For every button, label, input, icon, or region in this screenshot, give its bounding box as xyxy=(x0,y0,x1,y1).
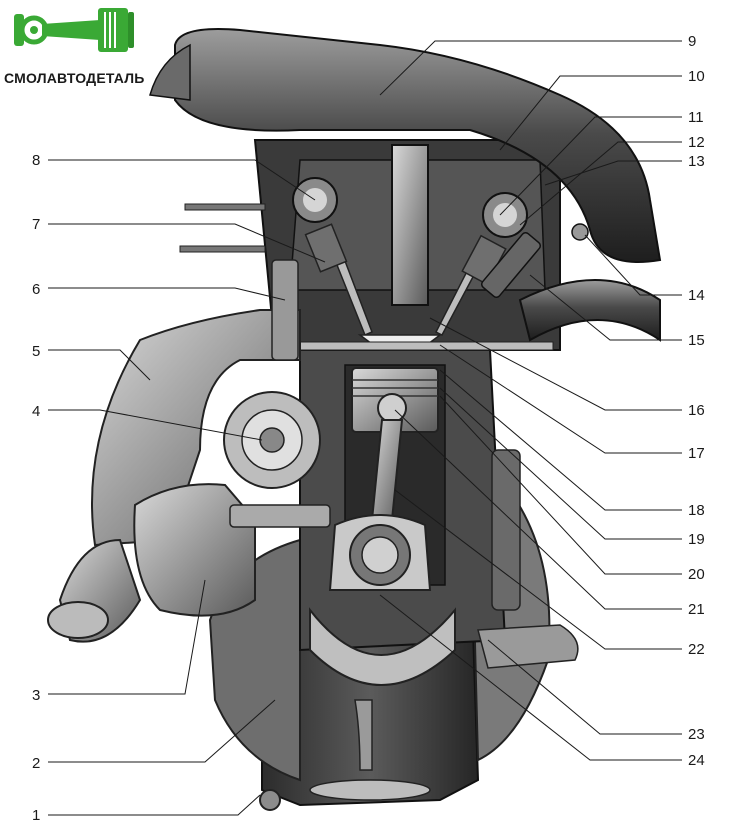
callout-label-9: 9 xyxy=(688,33,697,50)
brand-logo: СМОЛАВТОДЕТАЛЬ xyxy=(0,0,180,100)
callout-leader-21 xyxy=(394,409,682,610)
callout-leader-3 xyxy=(48,579,206,695)
callout-label-10: 10 xyxy=(688,68,705,85)
callout-label-20: 20 xyxy=(688,566,705,583)
callout-label-18: 18 xyxy=(688,502,705,519)
callout-label-24: 24 xyxy=(688,752,705,769)
callout-label-23: 23 xyxy=(688,726,705,743)
callout-label-7: 7 xyxy=(32,216,41,233)
callout-label-3: 3 xyxy=(32,687,41,704)
callout-leader-20 xyxy=(439,395,682,575)
callout-leader-5 xyxy=(48,349,151,381)
callout-leader-17 xyxy=(439,344,682,454)
callout-label-11: 11 xyxy=(688,109,704,126)
callout-label-22: 22 xyxy=(688,641,705,658)
callout-label-4: 4 xyxy=(32,403,41,420)
callout-leader-11 xyxy=(499,116,682,216)
callout-leader-22 xyxy=(394,489,682,650)
callout-label-21: 21 xyxy=(688,601,705,618)
brand-name: СМОЛАВТОДЕТАЛЬ xyxy=(4,70,145,86)
callout-label-1: 1 xyxy=(32,807,41,824)
callout-leader-9 xyxy=(379,40,682,96)
callout-label-2: 2 xyxy=(32,755,41,772)
callout-label-17: 17 xyxy=(688,445,705,462)
callout-leader-14 xyxy=(584,234,682,296)
callout-label-19: 19 xyxy=(688,531,705,548)
callout-label-8: 8 xyxy=(32,152,41,169)
callout-label-12: 12 xyxy=(688,134,705,151)
callout-leader-13 xyxy=(544,160,682,186)
callout-leader-18 xyxy=(439,369,682,511)
callout-leader-4 xyxy=(48,409,263,441)
callout-label-13: 13 xyxy=(688,153,705,170)
callout-leader-10 xyxy=(499,75,682,151)
callout-leader-12 xyxy=(519,141,682,226)
callout-label-6: 6 xyxy=(32,281,41,298)
callout-label-15: 15 xyxy=(688,332,705,349)
callout-leader-1 xyxy=(48,794,261,816)
callout-leader-2 xyxy=(48,699,276,763)
piston-connecting-rod-icon xyxy=(0,0,150,62)
callout-leader-24 xyxy=(379,594,682,761)
callout-leader-15 xyxy=(529,274,682,341)
callout-leader-7 xyxy=(48,223,326,263)
callout-label-14: 14 xyxy=(688,287,705,304)
callout-leader-6 xyxy=(48,287,286,301)
callout-label-5: 5 xyxy=(32,343,41,360)
callout-leader-19 xyxy=(439,387,682,540)
callout-leader-16 xyxy=(429,317,682,411)
callout-leader-23 xyxy=(487,639,682,735)
callout-leader-8 xyxy=(48,159,316,201)
callout-label-16: 16 xyxy=(688,402,705,419)
